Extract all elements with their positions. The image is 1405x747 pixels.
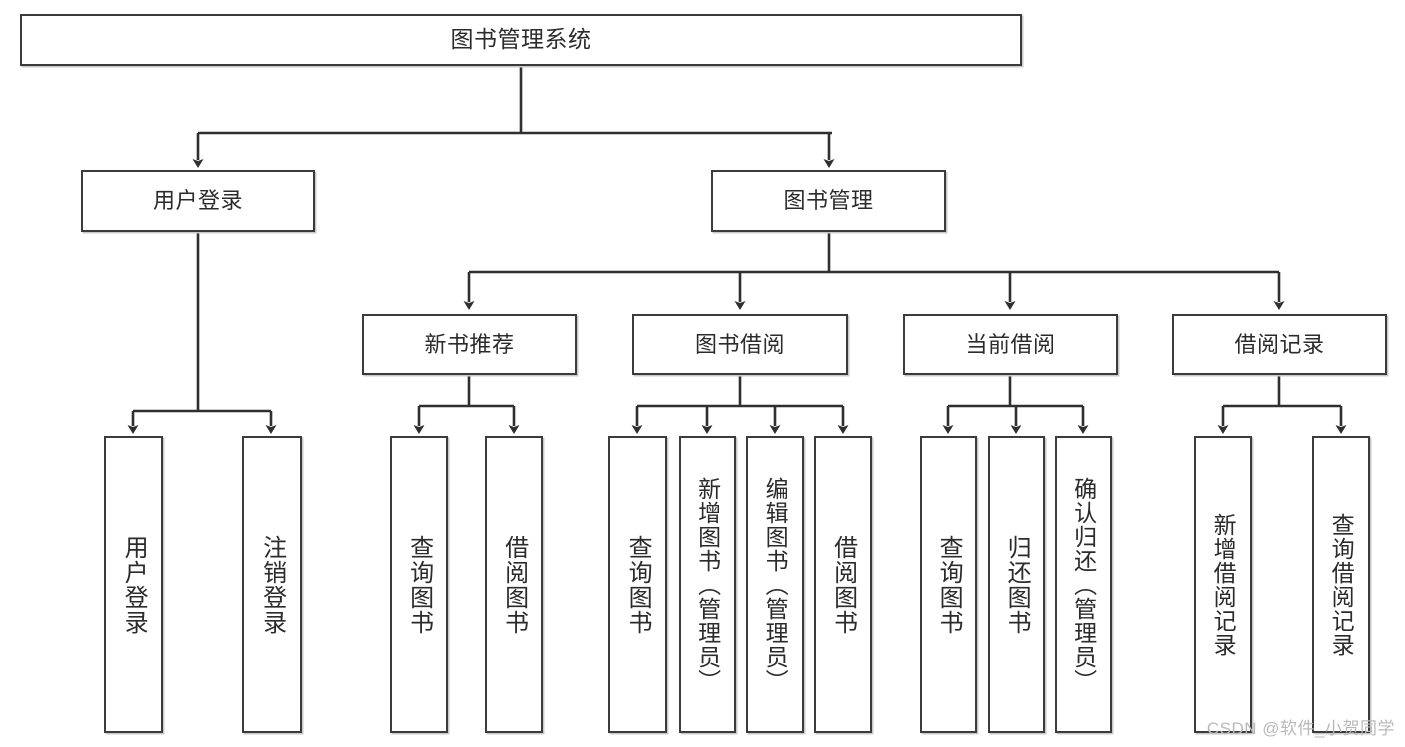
leaf-logout-login[interactable]: 注销登录 [242,436,302,733]
leaf-current-return-book[interactable]: 归还图书 [988,436,1045,733]
leaf-recommend-query-book[interactable]: 查询图书 [390,436,448,733]
node-book-borrow[interactable]: 图书借阅 [632,314,848,375]
node-label: 归还图书 [1003,534,1031,635]
node-label: 新书推荐 [424,331,515,357]
leaf-record-add-borrow-record[interactable]: 新增借阅记录 [1194,436,1252,733]
leaf-current-confirm-return-admin[interactable]: 确认归还（管理员） [1055,436,1112,733]
leaf-current-query-book[interactable]: 查询图书 [920,436,977,733]
leaf-borrow-edit-book-admin[interactable]: 编辑图书（管理员） [746,436,804,733]
leaf-user-login[interactable]: 用户登录 [104,436,163,733]
node-label: 编辑图书（管理员） [762,476,789,693]
node-label: 查询图书 [624,534,652,635]
leaf-borrow-add-book-admin[interactable]: 新增图书（管理员） [679,436,736,733]
leaf-record-query-borrow-record[interactable]: 查询借阅记录 [1312,436,1370,733]
node-new-book-recommend[interactable]: 新书推荐 [362,314,577,375]
node-label: 查询借阅记录 [1328,512,1355,657]
node-label: 用户登录 [120,534,148,635]
node-label: 注销登录 [258,534,286,635]
node-label: 当前借阅 [965,331,1056,357]
leaf-recommend-borrow-book[interactable]: 借阅图书 [485,436,543,733]
leaf-borrow-query-book[interactable]: 查询图书 [608,436,667,733]
node-label: 用户登录 [152,188,243,214]
node-label: 新增借阅记录 [1210,512,1237,657]
watermark-text: CSDN @软件_小贺同学 [1206,719,1395,738]
node-book-management[interactable]: 图书管理 [711,170,946,232]
node-root-system[interactable]: 图书管理系统 [20,14,1022,66]
node-label: 图书借阅 [694,331,785,357]
node-current-borrow[interactable]: 当前借阅 [903,314,1118,375]
node-label: 借阅记录 [1234,331,1325,357]
node-label: 新增图书（管理员） [694,476,721,693]
node-label: 图书管理系统 [450,26,592,53]
node-label: 借阅图书 [500,534,528,635]
node-label: 查询图书 [405,534,433,635]
node-label: 借阅图书 [829,534,857,635]
node-label: 确认归还（管理员） [1070,476,1097,693]
node-label: 图书管理 [783,188,874,214]
node-label: 查询图书 [935,534,963,635]
node-borrow-record[interactable]: 借阅记录 [1172,314,1387,375]
node-user-login[interactable]: 用户登录 [81,170,315,232]
leaf-borrow-borrow-book[interactable]: 借阅图书 [814,436,872,733]
